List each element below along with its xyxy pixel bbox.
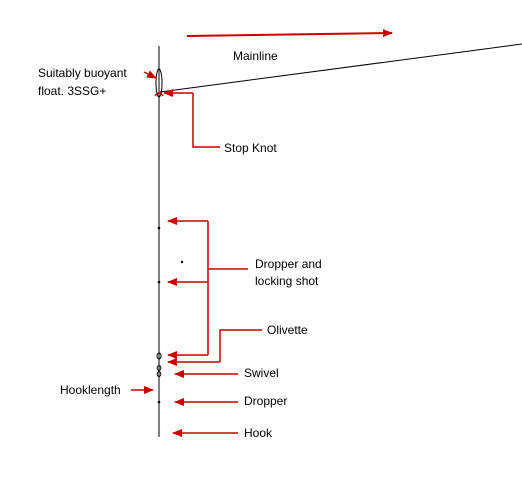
dropper-label-line2: locking shot <box>255 274 319 288</box>
mainline-line <box>159 43 522 93</box>
olivette-connector <box>219 329 262 362</box>
shot-1 <box>157 226 161 230</box>
float-label-line1: Suitably buoyant <box>38 66 127 80</box>
swivel-shape-top <box>156 365 162 371</box>
dropper-label: Dropper <box>244 394 287 408</box>
float-arrow <box>143 70 157 79</box>
shot-2 <box>180 260 184 264</box>
float-label-line2: float. 3SSG+ <box>38 84 106 98</box>
shot-3 <box>157 280 161 284</box>
stop-knot-connector <box>192 93 220 148</box>
dropper-shot <box>157 400 161 404</box>
swivel-shape-bottom <box>156 371 162 377</box>
stop-knot-mark <box>154 92 164 97</box>
hook-label: Hook <box>244 426 273 440</box>
swivel-label: Swivel <box>244 366 279 380</box>
dropper-label-line1: Dropper and <box>255 257 322 271</box>
hooklength-label: Hooklength <box>60 383 121 397</box>
stop-knot-label: Stop Knot <box>224 141 277 155</box>
mainline-label: Mainline <box>233 49 278 63</box>
float-shape <box>155 68 163 98</box>
olivette-shape <box>156 352 162 360</box>
direction-arrow <box>186 29 393 38</box>
olivette-label: Olivette <box>267 323 308 337</box>
